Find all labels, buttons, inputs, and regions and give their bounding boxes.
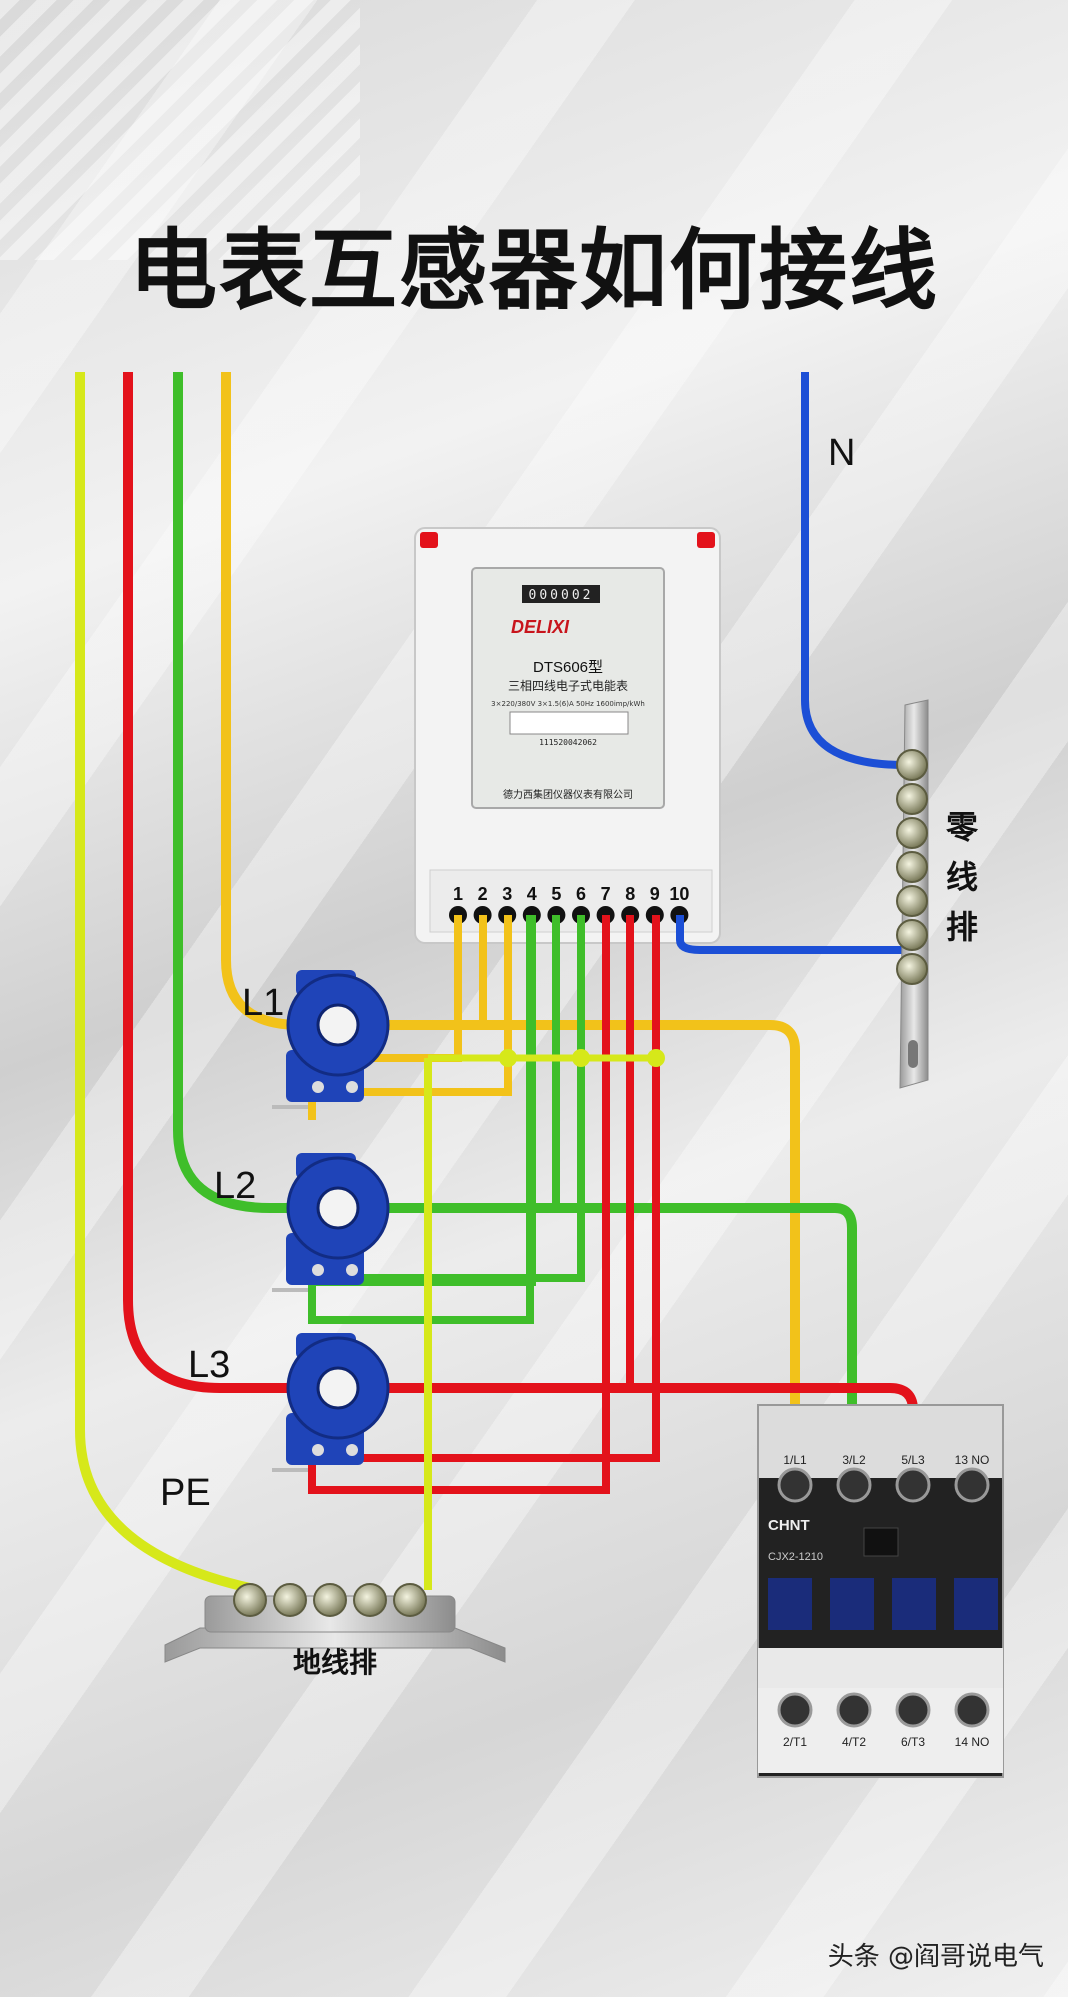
contactor-bottom-terminal-screw xyxy=(777,1692,813,1728)
page-title: 电表互感器如何接线 xyxy=(128,219,939,322)
meter-terminal-label: 1 xyxy=(453,884,463,904)
ground-bar-label: 地线排 xyxy=(293,1646,377,1679)
contactor-bottom-terminal-label: 14 NO xyxy=(955,1735,990,1749)
l1-supply-wire xyxy=(221,372,330,1030)
supply-wires xyxy=(75,372,330,1593)
neutral-bar-label-2: 线 xyxy=(946,858,978,896)
meter-serial: 111520042062 xyxy=(539,738,597,747)
contactor-brand: CHNT xyxy=(768,1517,810,1534)
l3-label: L3 xyxy=(188,1344,230,1386)
l2-load-wire xyxy=(330,1203,857,1480)
contactor-bottom-terminal-screw xyxy=(954,1692,990,1728)
ground-bar-screw xyxy=(353,1583,387,1617)
contactor: CHNT CJX2-1210 1/L1 3/L2 5/L3 13 NO 2/T1 4/T… xyxy=(757,1404,1004,1778)
meter-terminal-label: 10 xyxy=(669,884,689,904)
l3-supply-wire xyxy=(123,372,330,1393)
contactor-bottom-terminal-label: 6/T3 xyxy=(901,1735,925,1749)
n-supply-wire xyxy=(801,372,906,769)
meter-description: 三相四线电子式电能表 xyxy=(508,679,628,693)
meter-terminal-label: 5 xyxy=(551,884,561,904)
contactor-top-terminal-label: 1/L1 xyxy=(783,1453,807,1467)
meter-terminal-label: 9 xyxy=(650,884,660,904)
contactor-top-terminal-label: 3/L2 xyxy=(842,1453,866,1467)
contactor-top-terminal-label: 5/L3 xyxy=(901,1453,925,1467)
contactor-top-terminal-screw xyxy=(777,1467,813,1503)
watermark: 头条 @阎哥说电气 xyxy=(827,1942,1044,1972)
contactor-model: CJX2-1210 xyxy=(768,1551,823,1563)
neutral-bar-screw xyxy=(896,817,928,849)
meter-model: DTS606型 xyxy=(533,659,603,676)
contactor-bottom-terminal-screw xyxy=(836,1692,872,1728)
meter-terminal-label: 2 xyxy=(478,884,488,904)
electricity-meter: 000002 DELIXI DTS606型 三相四线电子式电能表 3×220/3… xyxy=(414,527,721,944)
pe-wire xyxy=(75,372,252,1593)
meter-digits: 000002 xyxy=(529,588,594,603)
contactor-top-terminal-screw xyxy=(836,1467,872,1503)
current-transformer xyxy=(272,970,390,1109)
meter-terminal-label: 6 xyxy=(576,884,586,904)
meter-terminal-label: 8 xyxy=(625,884,635,904)
contactor-bottom-terminal-label: 4/T2 xyxy=(842,1735,866,1749)
meter-maker: 德力西集团仪器仪表有限公司 xyxy=(503,788,633,801)
meter-barcode xyxy=(509,711,629,735)
neutral-bar-screw xyxy=(896,953,928,985)
background-pattern xyxy=(0,0,360,260)
meter-terminal-label: 4 xyxy=(527,884,537,904)
neutral-bar-screw xyxy=(896,749,928,781)
pe-label: PE xyxy=(160,1472,211,1514)
neutral-bar-screw xyxy=(896,783,928,815)
neutral-bar-screw xyxy=(896,919,928,951)
neutral-bar-label-3: 排 xyxy=(946,908,978,946)
meter-rating: 3×220/380V 3×1.5(6)A 50Hz 1600imp/kWh xyxy=(491,700,645,708)
meter-terminal-label: 7 xyxy=(601,884,611,904)
current-transformers xyxy=(272,970,390,1472)
n-label: N xyxy=(828,432,855,474)
current-transformer xyxy=(272,1333,390,1472)
meter-terminal-label: 3 xyxy=(502,884,512,904)
ground-bar-screw xyxy=(313,1583,347,1617)
meter-terminal-wires xyxy=(308,915,910,1590)
contactor-bottom-terminal-screw xyxy=(895,1692,931,1728)
contactor-top-terminal-screw xyxy=(954,1467,990,1503)
contactor-top-terminal-label: 13 NO xyxy=(955,1453,990,1467)
contactor-top-terminal-screw xyxy=(895,1467,931,1503)
meter-brand-logo: DELIXI xyxy=(511,617,570,637)
current-transformer xyxy=(272,1153,390,1292)
l1-label: L1 xyxy=(242,982,284,1024)
neutral-bar-screw xyxy=(896,885,928,917)
n-meter-wire xyxy=(676,915,910,954)
ground-bar xyxy=(164,1583,506,1663)
l2-supply-wire xyxy=(173,372,330,1213)
contactor-bottom-terminal-label: 2/T1 xyxy=(783,1735,807,1749)
neutral-bar xyxy=(896,699,929,1089)
ground-bar-screw xyxy=(393,1583,427,1617)
l1-load-wire xyxy=(330,1020,800,1480)
ground-bar-screw xyxy=(233,1583,267,1617)
l2-label: L2 xyxy=(214,1165,256,1207)
neutral-bar-screw xyxy=(896,851,928,883)
neutral-bar-label-1: 零 xyxy=(946,808,979,846)
ground-bar-screw xyxy=(273,1583,307,1617)
